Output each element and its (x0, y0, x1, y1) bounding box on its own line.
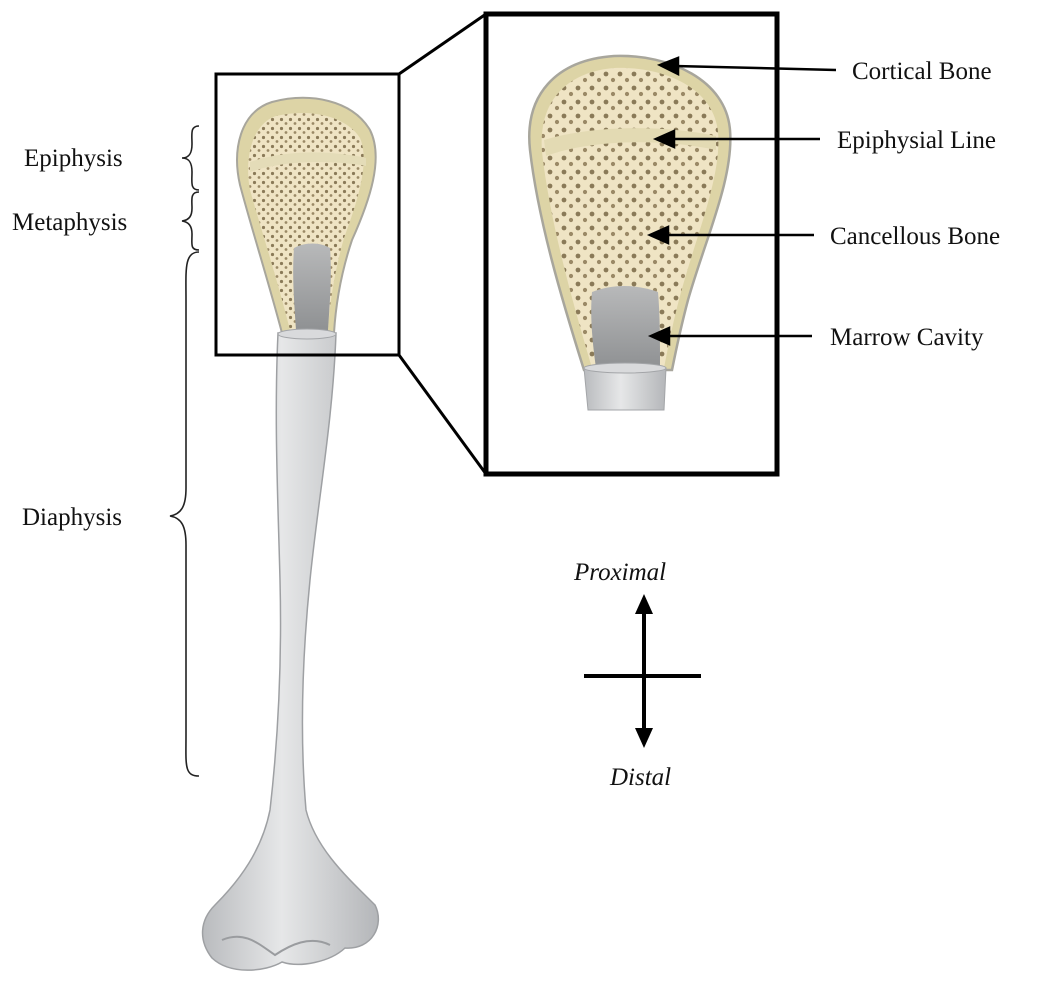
label-cancellous-bone: Cancellous Bone (830, 223, 1000, 250)
inset-shaft-cut (584, 363, 666, 373)
label-epiphysis: Epiphysis (24, 145, 123, 172)
brace-epiphysis (182, 126, 199, 190)
marrow-cavity-small (293, 244, 331, 331)
label-diaphysis: Diaphysis (22, 504, 122, 531)
brace-metaphysis (182, 192, 199, 250)
label-metaphysis: Metaphysis (12, 209, 127, 236)
label-marrow-cavity: Marrow Cavity (830, 324, 984, 351)
compass-up-arrowhead (635, 594, 653, 614)
orientation-compass (584, 594, 701, 748)
inset-shaft-stub (584, 368, 666, 410)
zoom-connector-top (399, 14, 486, 74)
shaft-cut-surface (278, 329, 336, 339)
compass-down-arrowhead (635, 728, 653, 748)
diaphysis-shaft (203, 333, 379, 970)
label-epiphysial-line: Epiphysial Line (837, 127, 996, 154)
label-cortical-bone: Cortical Bone (852, 58, 992, 85)
brace-diaphysis (170, 252, 199, 776)
region-braces (170, 126, 199, 776)
label-distal: Distal (609, 764, 671, 791)
humerus-bone (203, 98, 379, 970)
label-proximal: Proximal (573, 559, 666, 586)
inset-marrow-cavity (591, 286, 660, 368)
zoom-connector-bottom (399, 355, 486, 474)
